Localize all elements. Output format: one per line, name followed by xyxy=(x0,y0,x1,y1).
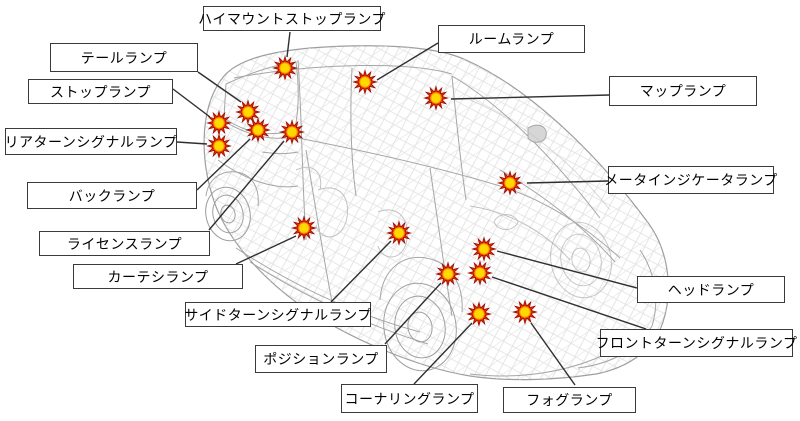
leader-line-front-turn-signal-lamp xyxy=(491,276,647,330)
leader-line-courtesy-lamp xyxy=(235,235,297,265)
leader-line-side-turn-signal-lamp xyxy=(330,240,392,303)
leader-line-back-lamp xyxy=(196,138,251,191)
front-right-wheel xyxy=(550,221,612,299)
lamp-burst-icon-cornering-lamp xyxy=(466,301,492,327)
leader-line-license-lamp xyxy=(208,140,285,231)
lamp-burst-icon-meter-indicator-lamp xyxy=(497,170,523,196)
lamp-burst-icon-high-mount-stop-lamp xyxy=(272,55,298,81)
lamp-burst-icon-head-lamp xyxy=(471,236,497,262)
leader-line-rear-turn-signal-lamp xyxy=(176,141,208,145)
leader-line-map-lamp xyxy=(450,94,610,100)
leader-line-high-mount-stop-lamp xyxy=(286,31,291,58)
lamp-burst-icon-front-turn-signal-lamp xyxy=(467,260,493,286)
lamp-burst-icon-rear-turn-signal-lamp xyxy=(206,133,232,159)
lamp-burst-icon-license-lamp xyxy=(279,119,305,145)
lamp-burst-icon-side-turn-signal-lamp xyxy=(386,220,412,246)
leader-line-room-lamp xyxy=(376,42,439,81)
lamp-burst-icon-back-lamp xyxy=(245,117,271,143)
lamp-burst-icon-courtesy-lamp xyxy=(291,215,317,241)
leader-line-head-lamp xyxy=(496,250,638,289)
rear-wheel xyxy=(205,186,251,242)
lamp-burst-icon-room-lamp xyxy=(352,69,378,95)
lamp-burst-icon-position-lamp xyxy=(435,261,461,287)
lamp-burst-icon-map-lamp xyxy=(423,85,449,111)
leader-line-position-lamp xyxy=(384,282,442,345)
leader-line-fog-lamp xyxy=(530,322,576,386)
car-wheels xyxy=(205,186,612,372)
leader-line-meter-indicator-lamp xyxy=(526,180,609,184)
lamp-burst-icon-fog-lamp xyxy=(512,299,538,325)
lamp-burst-icon-stop-lamp xyxy=(206,110,232,136)
lamp-burst-icon-tail-lamp xyxy=(235,99,261,125)
leader-line-stop-lamp xyxy=(172,88,211,118)
leader-line-cornering-lamp xyxy=(413,322,473,385)
leader-line-tail-lamp xyxy=(197,71,242,103)
